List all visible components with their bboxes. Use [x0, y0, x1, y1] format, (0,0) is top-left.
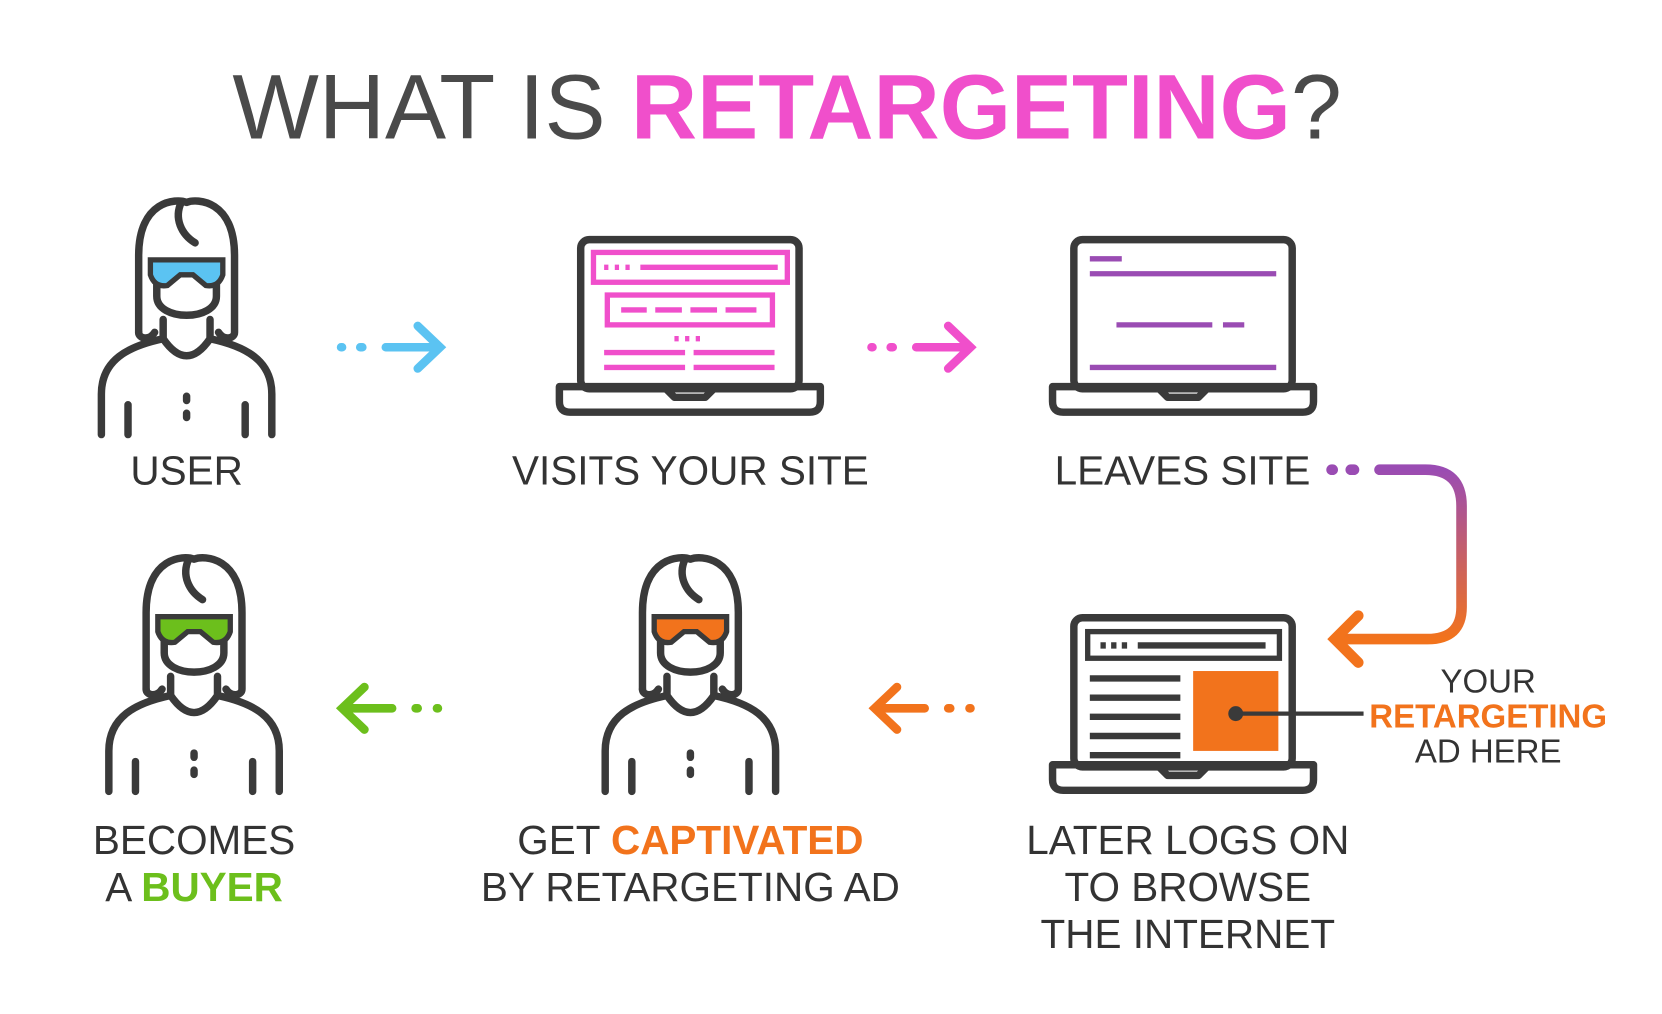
- captivated-user-icon: [605, 558, 775, 792]
- ad-callout-highlight: RETARGETING: [1369, 697, 1607, 734]
- step-buyer-label-1: BECOMES: [93, 817, 295, 863]
- step-captivated-label-1: GET CAPTIVATED: [517, 817, 863, 863]
- step-buyer-label-2: A BUYER: [105, 864, 283, 910]
- step-user-label: USER: [130, 448, 242, 494]
- loop-arrow-icon: [1326, 464, 1467, 668]
- arrow-right-icon: [336, 321, 447, 373]
- step-later-label-1: LATER LOGS ON: [1026, 817, 1349, 863]
- arrow-left-icon: [335, 682, 443, 734]
- step-later-label-2: TO BROWSE: [1065, 864, 1312, 910]
- page-title: WHAT IS RETARGETING?: [232, 56, 1341, 158]
- step-captivated-label-2: BY RETARGETING AD: [481, 864, 900, 910]
- user-icon: [101, 201, 271, 435]
- laptop-leave-icon: [1053, 240, 1314, 413]
- laptop-ad-icon: [1053, 618, 1364, 791]
- buyer-icon: [109, 558, 279, 792]
- laptop-site-icon: [559, 240, 820, 413]
- ad-callout-line1: YOUR: [1441, 662, 1536, 699]
- step-later-label-3: THE INTERNET: [1041, 911, 1336, 957]
- step-visits-label: VISITS YOUR SITE: [512, 448, 869, 494]
- step-leaves-label: LEAVES SITE: [1055, 448, 1311, 494]
- ad-callout-line3: AD HERE: [1415, 733, 1562, 770]
- arrow-left-icon: [868, 682, 975, 734]
- arrow-right-icon: [867, 321, 977, 373]
